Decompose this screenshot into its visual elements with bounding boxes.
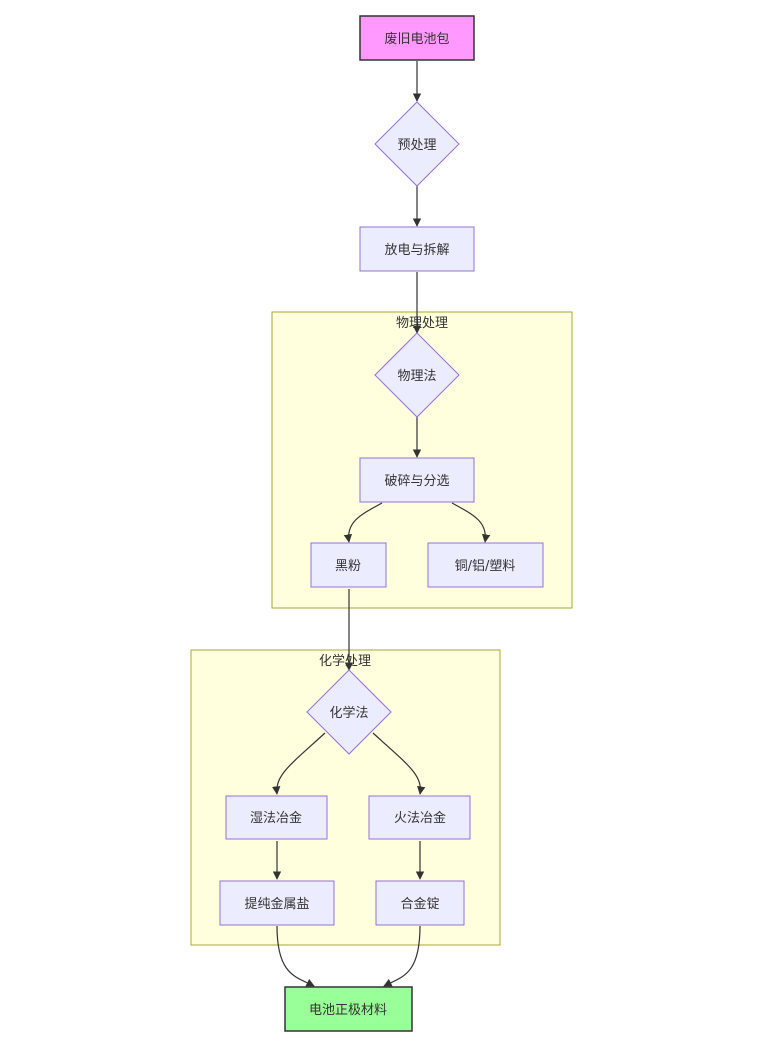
cluster-physical-label: 物理处理 <box>396 316 448 331</box>
node-chemical-method: 化学法 <box>306 669 392 755</box>
node-copper-al-plastic-label: 铜/铝/塑料 <box>455 559 516 574</box>
node-discharge-label: 放电与拆解 <box>384 243 449 258</box>
node-crush-sort-box <box>359 457 475 503</box>
node-pretreat-diamond <box>374 101 460 187</box>
node-metal-salt-label: 提纯金属盐 <box>244 896 309 912</box>
node-hydro: 湿法冶金 <box>225 795 328 840</box>
node-discharge: 放电与拆解 <box>359 226 475 272</box>
node-physical-method-diamond <box>374 332 460 418</box>
node-metal-salt-box <box>219 880 335 926</box>
node-chemical-method-diamond <box>306 669 392 755</box>
node-battery-pack-box <box>359 15 475 61</box>
node-black-powder: 黑粉 <box>310 542 387 588</box>
node-black-powder-box <box>310 542 387 588</box>
node-alloy-ingot-box <box>375 880 465 926</box>
node-pyro-box <box>368 795 471 840</box>
cluster-chemical-label: 化学处理 <box>319 653 371 669</box>
node-black-powder-label: 黑粉 <box>335 559 361 574</box>
node-battery-pack: 废旧电池包 <box>359 15 475 61</box>
node-pretreat-label: 预处理 <box>397 138 436 153</box>
edges <box>272 61 491 987</box>
node-pretreat: 预处理 <box>374 101 460 187</box>
node-metal-salt: 提纯金属盐 <box>219 880 335 926</box>
node-pyro-label: 火法冶金 <box>394 810 446 826</box>
node-cathode: 电池正极材料 <box>284 986 413 1032</box>
node-alloy-ingot: 合金锭 <box>375 880 465 926</box>
node-chemical-method-label: 化学法 <box>329 705 368 721</box>
node-physical-method: 物理法 <box>374 332 460 418</box>
edge-salt-to-cathode <box>276 925 315 987</box>
node-cathode-box <box>284 986 413 1032</box>
node-discharge-box <box>359 226 475 272</box>
node-hydro-label: 湿法冶金 <box>250 810 302 826</box>
node-battery-pack-label: 废旧电池包 <box>384 31 449 47</box>
edge-crush-to-copper <box>451 502 491 543</box>
node-pyro: 火法冶金 <box>368 795 471 840</box>
node-hydro-box <box>225 795 328 840</box>
edge-crush-to-black-powder <box>343 502 383 543</box>
node-alloy-ingot-label: 合金锭 <box>400 896 439 912</box>
node-crush-sort: 破碎与分选 <box>359 457 475 503</box>
node-copper-al-plastic-box <box>427 542 544 588</box>
edge-chemical-to-pyro <box>372 732 426 795</box>
node-crush-sort-label: 破碎与分选 <box>384 474 449 489</box>
node-cathode-label: 电池正极材料 <box>309 1003 387 1018</box>
edge-chemical-to-hydro <box>272 732 326 795</box>
node-copper-al-plastic: 铜/铝/塑料 <box>427 542 544 588</box>
node-physical-method-label: 物理法 <box>397 369 436 384</box>
edge-ingot-to-cathode <box>383 925 421 987</box>
